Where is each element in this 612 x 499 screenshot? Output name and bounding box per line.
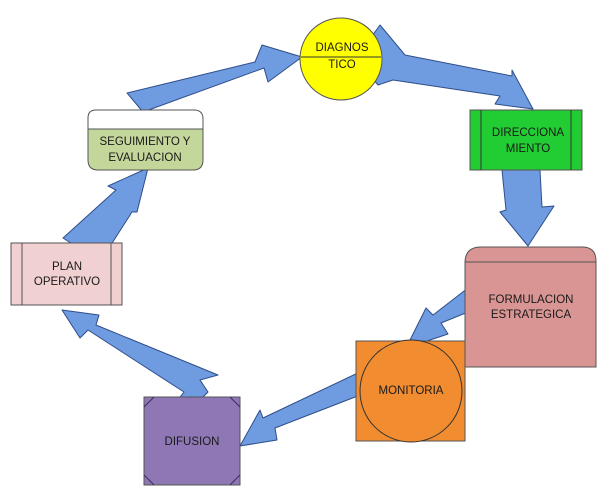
diagnostico-label-line2: TICO <box>328 59 356 71</box>
monitoria-label: MONITORIA <box>379 385 444 397</box>
difusion-label: DIFUSION <box>165 436 220 448</box>
node-direccionamiento: DIRECCIONA MIENTO <box>469 109 583 171</box>
direccionamiento-label-line1: DIRECCIONA <box>492 127 565 139</box>
arrow-seguimiento-to-diagnostico <box>126 44 303 113</box>
arrow-formulacion-to-monitoria <box>405 287 474 349</box>
node-seguimiento: SEGUIMIENTO Y EVALUACION <box>87 109 204 171</box>
diagnostico-circle <box>299 17 383 101</box>
node-diagnostico: DIAGNOS TICO <box>299 17 383 101</box>
difusion-inner-diamond <box>143 396 241 486</box>
direccionamiento-box <box>469 109 583 171</box>
plan-box <box>10 242 123 306</box>
difusion-box <box>143 396 241 486</box>
node-formulacion: FORMULACION ESTRATEGICA <box>464 246 597 368</box>
direccionamiento-label-line2: MIENTO <box>506 143 551 155</box>
arrow-diagnostico-to-direccionamiento <box>355 24 534 110</box>
seguimiento-top <box>87 109 204 130</box>
seguimiento-label-line1: SEGUIMIENTO Y <box>100 136 191 148</box>
formulacion-label-line1: FORMULACION <box>489 294 574 306</box>
seguimiento-box <box>87 128 204 171</box>
plan-label-line2: OPERATIVO <box>34 276 100 288</box>
node-monitoria: MONITORIA <box>355 339 466 443</box>
arrow-monitoria-to-difusion <box>239 370 369 447</box>
formulacion-label-line2: ESTRATEGICA <box>491 309 572 321</box>
formulacion-box <box>464 246 597 368</box>
monitoria-circle <box>359 339 463 443</box>
diagnostico-label-line1: DIAGNOS <box>315 42 368 54</box>
arrow-direccionamiento-to-formulacion <box>499 169 555 247</box>
node-plan: PLAN OPERATIVO <box>10 242 123 306</box>
plan-label-line1: PLAN <box>52 261 82 273</box>
flow-arrows <box>61 24 555 447</box>
arrow-difusion-to-plan <box>61 309 219 413</box>
seguimiento-label-line2: EVALUACION <box>108 152 181 164</box>
node-difusion: DIFUSION <box>143 396 241 486</box>
